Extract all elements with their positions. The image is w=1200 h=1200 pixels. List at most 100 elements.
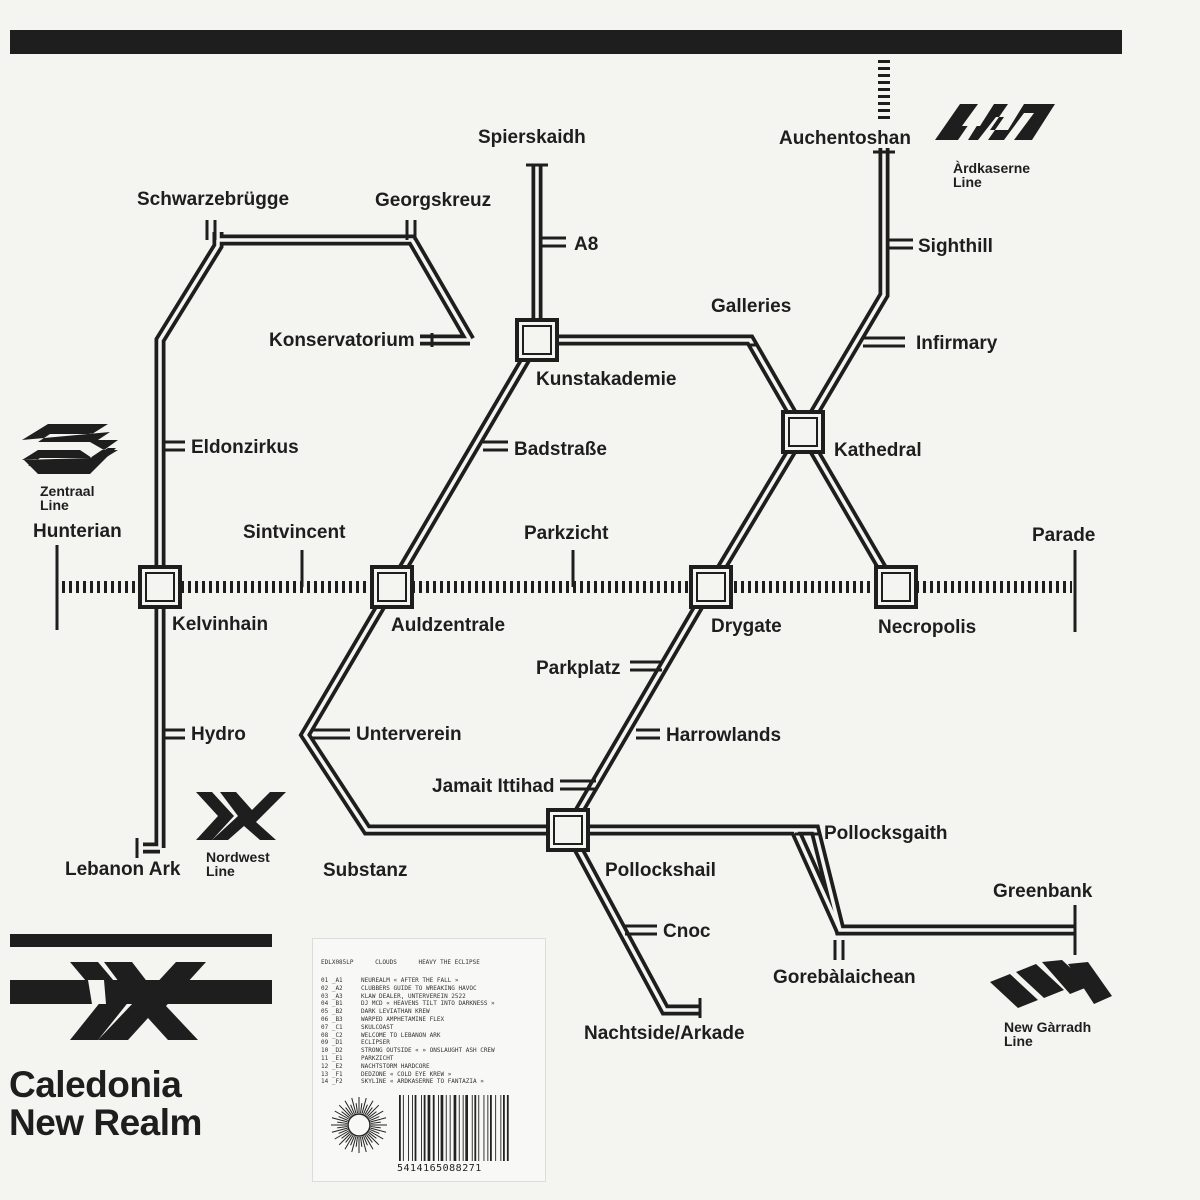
line-label: Nordwest xyxy=(206,849,270,865)
track-title: DARK LEVIATHAN KREW xyxy=(361,1008,430,1016)
top-bar xyxy=(10,30,1122,54)
track-number: 08 _C2 xyxy=(321,1031,343,1039)
new-garradh-line-logo-icon xyxy=(990,960,1112,1008)
line-label: Line xyxy=(40,497,69,513)
station-label: A8 xyxy=(574,234,598,255)
track-row: 08 _C2 WELCOME TO LEBANON ARK xyxy=(321,1032,541,1040)
track-title: STRONG OUTSIDE « » ONSLAUGHT ASH CREW xyxy=(361,1047,495,1055)
track-number: 12 _E2 xyxy=(321,1062,343,1070)
track-number: 02 _A2 xyxy=(321,984,343,992)
line-label: Line xyxy=(206,863,235,879)
station-labels: Spierskaidh Auchentoshan Schwarzebrügge … xyxy=(33,127,1095,1044)
station-label: Nachtside/Arkade xyxy=(584,1023,745,1044)
track-number: 06 _B3 xyxy=(321,1015,343,1023)
station-label: Sintvincent xyxy=(243,522,346,543)
station-label: Hydro xyxy=(191,724,246,745)
line-label: Line xyxy=(953,174,982,190)
track-title: SKULCOAST xyxy=(361,1023,394,1031)
track-title: DJ MCD « HEAVENS TILT INTO DARKNESS » xyxy=(361,1000,495,1008)
sun-emblem-icon xyxy=(331,1097,387,1153)
nordwest-line-logo-icon xyxy=(196,792,286,840)
track-row: 01 _A1 NEUREALM « AFTER THE FALL » xyxy=(321,977,541,985)
station-label: Parkzicht xyxy=(524,523,609,544)
track-number: 01 _A1 xyxy=(321,977,343,984)
sticker-header: EDLX085LP CLOUDS HEAVY THE ECLIPSE xyxy=(321,959,537,966)
tracklist: 01 _A1 NEUREALM « AFTER THE FALL » 02 _A2 C… xyxy=(321,977,541,1086)
station-label: Gorebàlaichean xyxy=(773,967,916,988)
album-title: Caledonia New Realm xyxy=(9,1066,202,1142)
track-title: SKYLINE « ARDKASERNE TO FANTAZIA » xyxy=(361,1078,484,1086)
station-label: Kunstakademie xyxy=(536,369,676,390)
station-label: Infirmary xyxy=(916,333,998,354)
station-label: Kelvinhain xyxy=(172,614,268,635)
station-label: Eldonzirkus xyxy=(191,437,299,458)
track-row: 07 _C1 SKULCOAST xyxy=(321,1024,541,1032)
catalog-number: EDLX085LP xyxy=(321,959,354,966)
track-row: 12 _E2 NACHTSTORM HARDCORE xyxy=(321,1063,541,1071)
station-label: Auchentoshan xyxy=(779,128,911,149)
track-title: PARKZICHT xyxy=(361,1054,394,1062)
ardkaserne-line-logo-icon xyxy=(935,104,1055,140)
station-label: Galleries xyxy=(711,296,791,317)
station-label: Hunterian xyxy=(33,521,122,542)
zentraal-line-logo-icon xyxy=(22,424,118,474)
station-label: Substanz xyxy=(323,860,407,881)
station-label: Parade xyxy=(1032,525,1095,546)
track-row: 11 _E1 PARKZICHT xyxy=(321,1055,541,1063)
track-title: CLUBBERS GUIDE TO WREAKING HAVOC xyxy=(361,984,477,992)
track-number: 14 _F2 xyxy=(321,1078,343,1086)
station-label: Drygate xyxy=(711,616,782,637)
station-label: Parkplatz xyxy=(536,658,620,679)
track-number: 04 _B1 xyxy=(321,1000,343,1008)
track-row: 05 _B2 DARK LEVIATHAN KREW xyxy=(321,1008,541,1016)
track-number: 07 _C1 xyxy=(321,1023,343,1031)
track-row: 10 _D2 STRONG OUTSIDE « » ONSLAUGHT ASH C… xyxy=(321,1047,541,1055)
station-label: Unterverein xyxy=(356,724,462,745)
track-title: KLAW DEALER, UNTERVEREIN 2522 xyxy=(361,992,466,1000)
station-label: Pollockshail xyxy=(605,860,716,881)
track-title: WELCOME TO LEBANON ARK xyxy=(361,1031,441,1039)
station-label: Georgskreuz xyxy=(375,190,491,211)
barcode-number: 5414165088271 xyxy=(397,1163,482,1174)
track-row: 03 _A3 KLAW DEALER, UNTERVEREIN 2522 xyxy=(321,993,541,1001)
station-label: Schwarzebrügge xyxy=(137,189,289,210)
station-label: Badstraße xyxy=(514,439,607,460)
track-row: 02 _A2 CLUBBERS GUIDE TO WREAKING HAVOC xyxy=(321,985,541,993)
track-title: ECLIPSER xyxy=(361,1039,390,1047)
track-row: 14 _F2 SKYLINE « ARDKASERNE TO FANTAZIA » xyxy=(321,1078,541,1086)
track-number: 10 _D2 xyxy=(321,1047,343,1055)
line-label: Line xyxy=(1004,1033,1033,1049)
station-label: Cnoc xyxy=(663,921,711,942)
track-row: 04 _B1 DJ MCD « HEAVENS TILT INTO DARKNES… xyxy=(321,1000,541,1008)
album-name: HEAVY THE ECLIPSE xyxy=(418,959,480,966)
track-number: 05 _B2 xyxy=(321,1008,343,1016)
station-label: Greenbank xyxy=(993,881,1093,902)
caledonia-main-logo-icon xyxy=(10,934,272,1040)
station-label: Sighthill xyxy=(918,236,993,257)
track-row: 09 _D1 ECLIPSER xyxy=(321,1039,541,1047)
track-number: 03 _A3 xyxy=(321,992,343,1000)
station-label: Lebanon Ark xyxy=(65,859,181,880)
station-label: Pollocksgaith xyxy=(824,823,948,844)
interchange-inner xyxy=(145,325,911,845)
station-label: Jamait Ittihad xyxy=(432,776,554,797)
station-label: Harrowlands xyxy=(666,725,781,746)
tracklist-sticker: EDLX085LP CLOUDS HEAVY THE ECLIPSE 01 _A… xyxy=(312,938,546,1182)
artist-name: CLOUDS xyxy=(375,959,397,966)
track-title: DEDZONE « COLD EYE KREW » xyxy=(361,1070,452,1078)
track-title: NACHTSTORM HARDCORE xyxy=(361,1062,430,1070)
station-stops xyxy=(165,236,913,936)
line-label: New Gàrradh xyxy=(1004,1019,1091,1035)
track-title: NEUREALM « AFTER THE FALL » xyxy=(361,977,459,984)
terminal-ticks xyxy=(55,150,1077,1018)
track-number: 11 _E1 xyxy=(321,1054,343,1062)
station-label: Necropolis xyxy=(878,617,976,638)
barcode-icon xyxy=(399,1095,509,1161)
station-label: Kathedral xyxy=(834,440,922,461)
title-line-1: Caledonia xyxy=(9,1064,182,1105)
track-number: 09 _D1 xyxy=(321,1039,343,1047)
